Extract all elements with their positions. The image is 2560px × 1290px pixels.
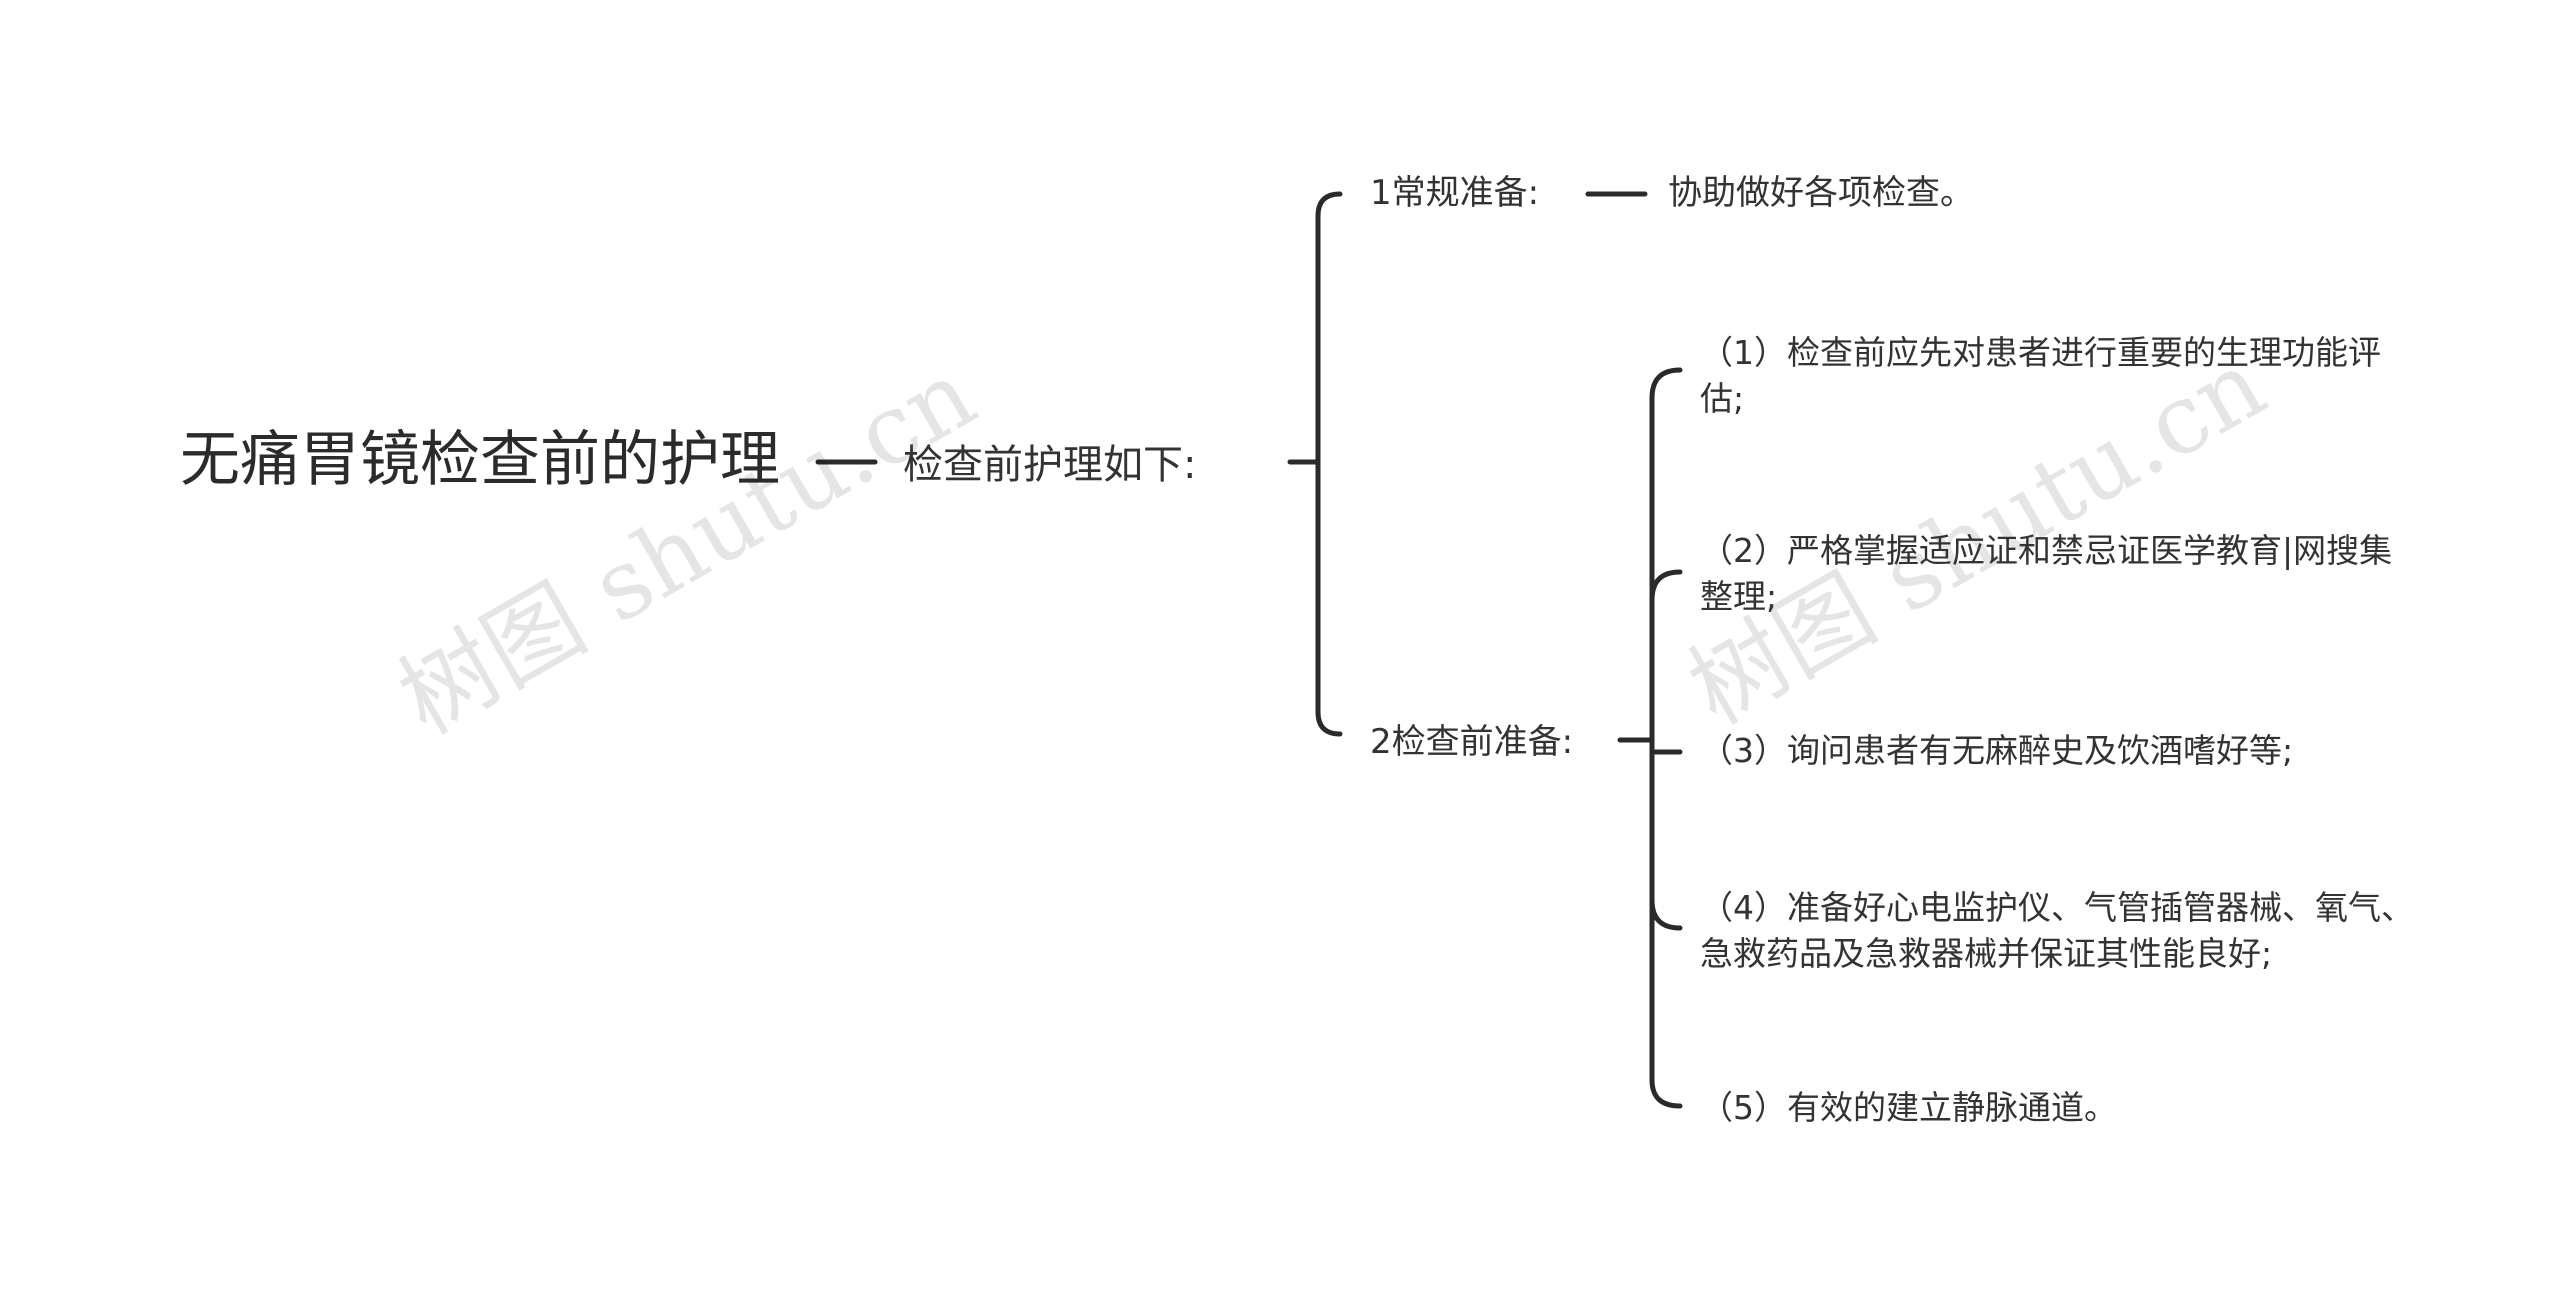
pre-exam-item: （2）严格掌握适应证和禁忌证医学教育|网搜集整理; bbox=[1700, 531, 2393, 616]
branch-pre-exam: 2检查前准备: bbox=[1370, 722, 1574, 762]
pre-exam-item: （1）检查前应先对患者进行重要的生理功能评估; bbox=[1700, 333, 2381, 418]
items-bracket bbox=[1649, 367, 1683, 1109]
level1-node: 检查前护理如下: bbox=[903, 442, 1197, 488]
pre-exam-item: （5）有效的建立静脉通道。 bbox=[1700, 1088, 2117, 1127]
pre-exam-item: （4）准备好心电监护仪、气管插管器械、氧气、急救药品及急救器械并保证其性能良好; bbox=[1700, 888, 2414, 973]
branch-regular: 1常规准备: bbox=[1370, 173, 1540, 213]
main-bracket bbox=[1315, 191, 1343, 737]
root-node: 无痛胃镜检查前的护理 bbox=[180, 425, 780, 495]
pre-exam-item: （3）询问患者有无麻醉史及饮酒嗜好等; bbox=[1700, 731, 2294, 770]
branch-regular-child: 协助做好各项检查。 bbox=[1668, 173, 1974, 213]
